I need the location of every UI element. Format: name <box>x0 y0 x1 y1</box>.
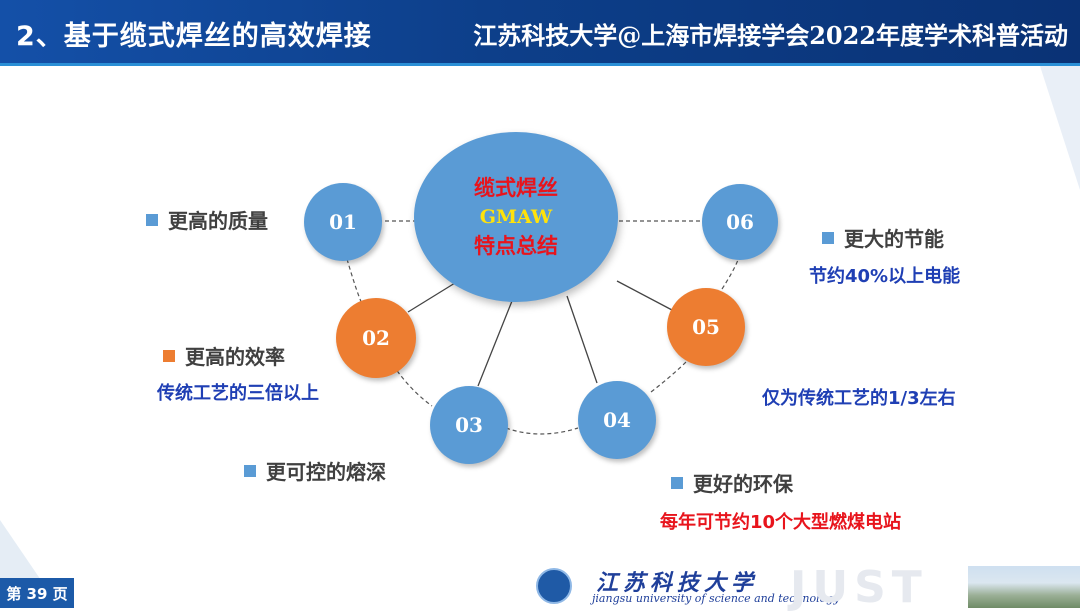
feature-01: 更高的质量 <box>146 205 268 234</box>
center-line-1: 缆式焊丝 <box>474 175 558 200</box>
university-logo-text: 江苏科技大学 <box>596 570 759 596</box>
feature-01-title: 更高的质量 <box>168 209 268 233</box>
node-03: 03 <box>430 386 508 464</box>
university-english-name: jiangsu university of science and techno… <box>592 592 840 605</box>
bullet-square-icon <box>671 476 683 489</box>
bullet-square-icon <box>244 464 256 477</box>
feature-02: 更高的效率 <box>163 341 285 370</box>
node-04: 04 <box>578 381 656 459</box>
feature-03-title: 更可控的熔深 <box>266 460 386 484</box>
university-seal-icon <box>536 568 572 604</box>
bullet-square-icon <box>163 349 175 362</box>
feature-06-detail: 节约40%以上电能 <box>809 266 961 287</box>
university-watermark: JUST <box>790 562 928 613</box>
slide-title: 2、基于缆式焊丝的高效焊接 <box>16 21 372 52</box>
feature-04: 更好的环保 <box>671 468 793 497</box>
feature-05-detail: 仅为传统工艺的1/3左右 <box>762 388 956 409</box>
feature-06: 更大的节能 <box>822 223 944 252</box>
center-line-3: 特点总结 <box>474 233 558 258</box>
node-02: 02 <box>336 298 416 378</box>
page-number: 第 39 页 <box>0 578 74 608</box>
feature-02-detail: 传统工艺的三倍以上 <box>157 383 319 404</box>
bullet-square-icon <box>822 231 834 244</box>
campus-photo <box>968 566 1080 608</box>
bullet-square-icon <box>146 213 158 226</box>
slide-header: 2、基于缆式焊丝的高效焊接 江苏科技大学@上海市焊接学会2022年度学术科普活动 <box>0 0 1080 66</box>
center-line-2: GMAW <box>479 205 553 228</box>
center-topic-circle: 缆式焊丝 GMAW 特点总结 <box>414 132 618 302</box>
feature-06-title: 更大的节能 <box>844 227 944 251</box>
node-05: 05 <box>667 288 745 366</box>
feature-04-detail: 每年可节约10个大型燃煤电站 <box>660 512 902 533</box>
node-01: 01 <box>304 183 382 261</box>
feature-04-title: 更好的环保 <box>693 472 793 496</box>
feature-03: 更可控的熔深 <box>244 456 386 485</box>
feature-02-title: 更高的效率 <box>185 345 285 369</box>
event-title: 江苏科技大学@上海市焊接学会2022年度学术科普活动 <box>473 21 1068 50</box>
node-06: 06 <box>702 184 778 260</box>
